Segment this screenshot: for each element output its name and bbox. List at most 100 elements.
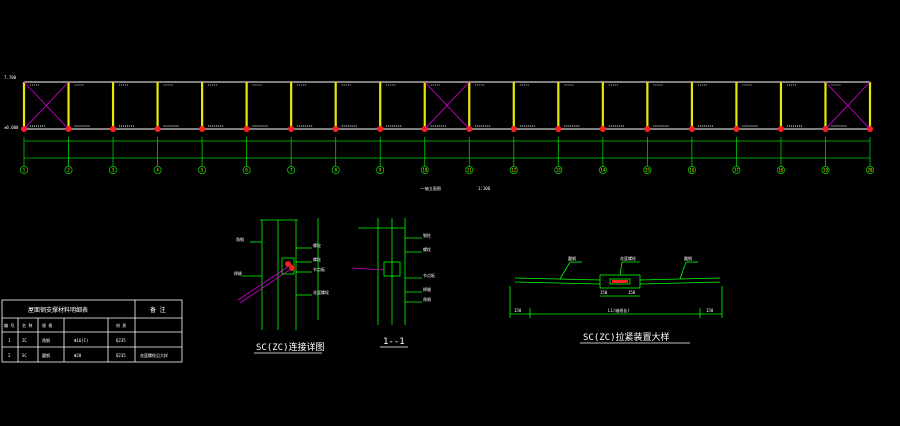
rod-left-2 [514, 281, 601, 285]
column-base-16 [688, 126, 695, 132]
axis-bubble-8 [331, 165, 340, 174]
axis-label-15: 15 [645, 168, 650, 173]
rod-right-2 [639, 281, 721, 285]
elevation-caption: ——轴立面图 [420, 185, 441, 191]
section-1-1 [351, 218, 422, 325]
axis-label-3: 3 [112, 168, 115, 173]
axis-bubble-4 [153, 165, 162, 174]
table-title: 屋面钢支撑材料明细表 [28, 306, 88, 314]
axis-label-17: 17 [734, 168, 739, 173]
axis-label-19: 19 [823, 168, 828, 173]
detail-sc-label-5: 花篮螺栓 [313, 289, 329, 295]
zc-dim-4: 150 [706, 308, 714, 313]
axis-bubble-6 [242, 165, 251, 174]
column-base-12 [510, 126, 517, 132]
axis-bubble-15 [643, 165, 652, 174]
turnbuckle-core [612, 280, 628, 283]
axis-label-5: 5 [201, 168, 204, 173]
axis-label-10: 10 [422, 168, 427, 173]
leader-rod-right [679, 261, 687, 280]
axis-bubble-18 [776, 165, 785, 174]
section-label-4: 焊缝 [423, 286, 431, 292]
axis-bubble-20 [866, 165, 875, 174]
column-base-6 [243, 126, 250, 132]
zc-label-3: 圆钢 [684, 255, 692, 261]
axis-bubble-7 [287, 165, 296, 174]
section-title: 1--1 [383, 337, 405, 347]
axis-bubble-3 [109, 165, 118, 174]
column-base-8 [332, 126, 339, 132]
column-base-3 [110, 126, 117, 132]
section-label-5: 角钢 [423, 296, 431, 302]
brace-b-2 [424, 81, 470, 130]
axis-bubble-13 [554, 165, 563, 174]
table-r1-c2: ZC [22, 338, 27, 343]
axis-label-4: 4 [156, 168, 159, 173]
section-brace [351, 267, 385, 271]
bolt-2 [289, 265, 295, 271]
table-r1-c4: Φ16(C) [74, 338, 88, 343]
section-label-1: 钢柱 [423, 232, 431, 238]
axis-label-6: 6 [245, 168, 248, 173]
axis-bubble-11 [465, 165, 474, 174]
leader-turnbuckle [619, 261, 623, 276]
table-col-4: 材 质 [116, 322, 126, 328]
zc-label-2: 花篮螺栓 [620, 255, 636, 261]
leader-rod-left [559, 261, 571, 280]
level-top-label: 7.700 [4, 75, 17, 80]
table-r1-c1: 1 [8, 338, 11, 343]
zc-dim-3: 150 [628, 290, 636, 295]
turnbuckle-slot [609, 278, 631, 285]
zc-title: SC(ZC)拉紧装置大样 [583, 331, 670, 343]
detail-sc-label-3: 螺栓 [313, 256, 321, 262]
axis-label-12: 12 [511, 168, 516, 173]
table-r2-c3: 圆钢 [42, 352, 50, 358]
table-r2-c1: 2 [8, 353, 11, 358]
column-base-18 [777, 126, 784, 132]
axis-bubble-12 [509, 165, 518, 174]
column-base-7 [288, 126, 295, 132]
axis-bubble-14 [598, 165, 607, 174]
column-base-14 [599, 126, 606, 132]
zc-dim-1: 150 [514, 308, 522, 313]
section-label-2: 螺栓 [423, 246, 431, 252]
axis-label-11: 11 [467, 168, 472, 173]
detail-sc-label-2: 螺栓 [313, 242, 321, 248]
connection-detail [237, 218, 319, 330]
axis-label-14: 14 [600, 168, 605, 173]
table-r2-c2: SC [22, 353, 27, 358]
zc-dim-2: 150 [600, 290, 608, 295]
column-base-15 [644, 126, 651, 132]
column-base-13 [555, 126, 562, 132]
table-col-1: 编 号 [4, 322, 14, 328]
axis-label-16: 16 [689, 168, 694, 173]
axis-label-1: 1 [23, 168, 26, 173]
table-col-2: 名 称 [22, 322, 32, 328]
axis-label-20: 20 [868, 168, 873, 173]
table-r1-c5: Q235 [116, 338, 126, 343]
axis-bubble-1 [19, 165, 28, 174]
axis-label-8: 8 [334, 168, 337, 173]
axis-label-2: 2 [67, 168, 70, 173]
column-base-17 [733, 126, 740, 132]
elevation-scale: 1:100 [478, 186, 491, 191]
table-r2-note: 花篮螺栓见大样 [140, 352, 168, 358]
material-table [1, 299, 183, 363]
axis-label-9: 9 [379, 168, 382, 173]
column-base-4 [154, 126, 161, 132]
axis-bubble-17 [732, 165, 741, 174]
detail-sc-label-4: 节点板 [313, 266, 325, 272]
section-plate [383, 261, 401, 277]
table-header-note: 备 注 [150, 306, 166, 314]
brace-angle-1 [237, 263, 293, 301]
brace-b-3 [825, 81, 871, 130]
axis-label-18: 18 [779, 168, 784, 173]
tension-device-detail [509, 261, 723, 318]
bolt-1 [285, 261, 291, 267]
brace-b-1 [23, 81, 69, 130]
zc-label-1: 圆钢 [568, 255, 576, 261]
rod-left [514, 277, 601, 281]
axis-bubble-10 [420, 165, 429, 174]
